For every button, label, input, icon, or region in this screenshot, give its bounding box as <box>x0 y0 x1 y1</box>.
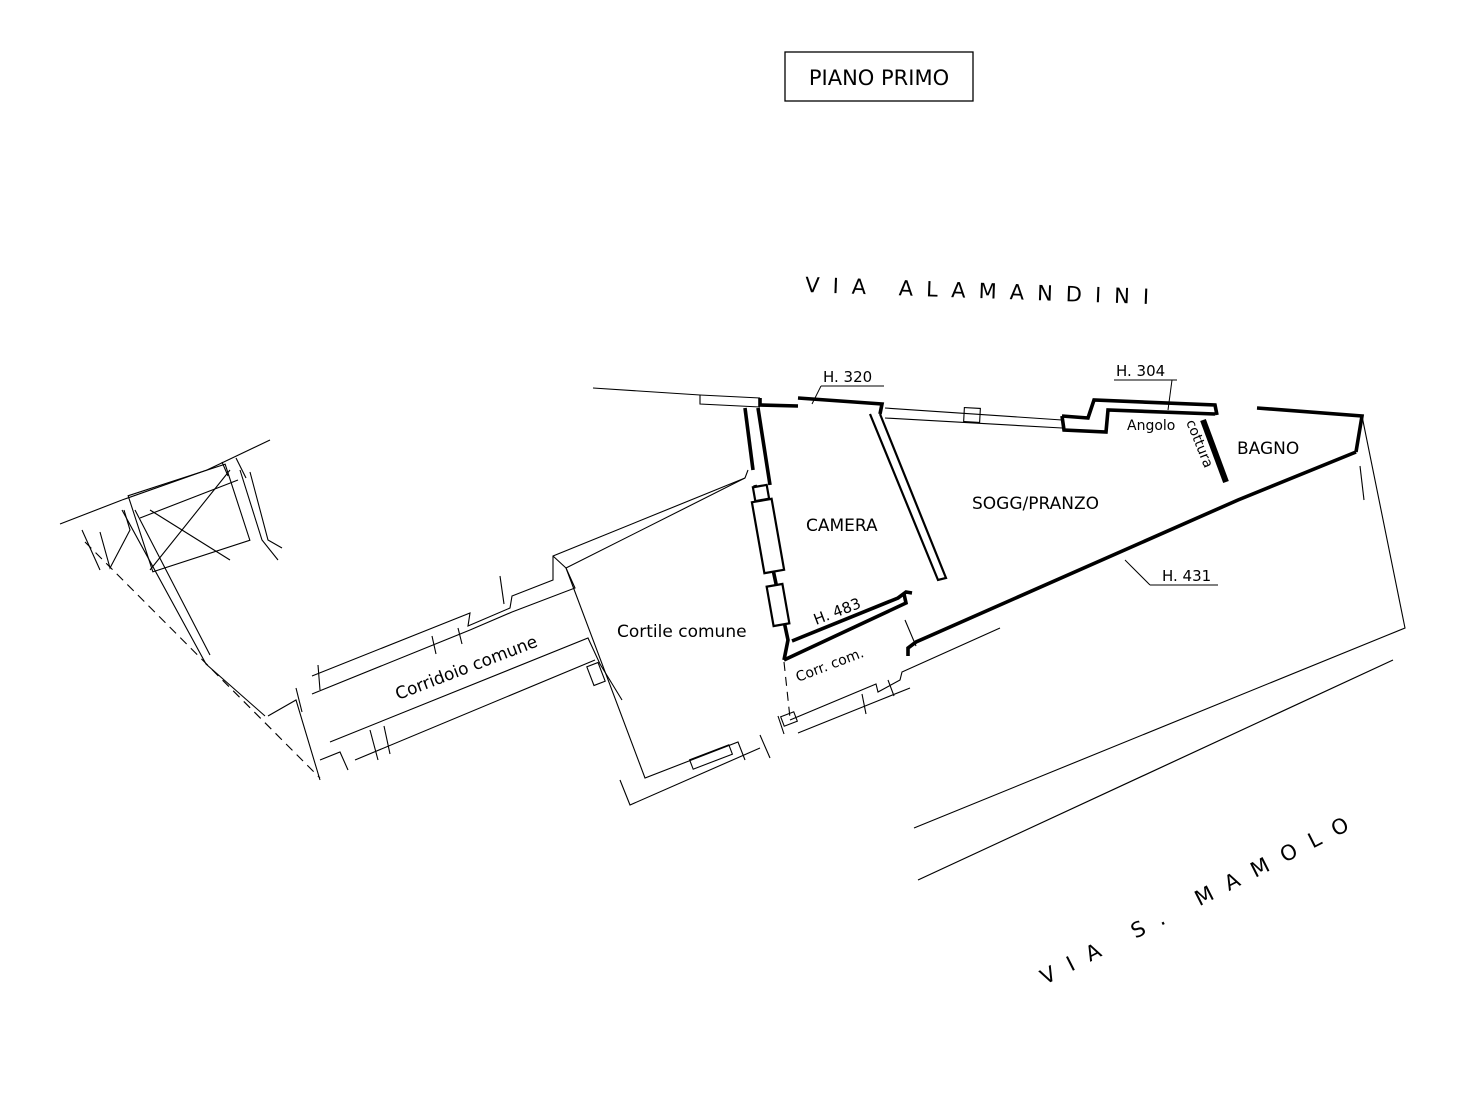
room-cortile-comune: Cortile comune <box>617 622 747 642</box>
stair-block <box>59 439 349 781</box>
height-431: H. 431 <box>1162 567 1211 585</box>
common-walls <box>295 415 1406 829</box>
dashed-boundaries <box>84 541 791 779</box>
room-angolo-label: Angolo <box>1127 418 1175 434</box>
height-304: H. 304 <box>1116 362 1165 380</box>
street-via-san-mamolo: VIA S. MAMOLO <box>1036 806 1366 990</box>
plan-title: PIANO PRIMO <box>809 66 949 90</box>
height-320: H. 320 <box>823 368 872 386</box>
street-line-south <box>917 659 1394 881</box>
street-via-alamandini: VIA ALAMANDINI <box>805 273 1163 309</box>
room-bagno: BAGNO <box>1237 439 1299 459</box>
room-soggiorno-pranzo: SOGG/PRANZO <box>972 494 1099 514</box>
room-camera: CAMERA <box>806 516 878 536</box>
title-block: PIANO PRIMO <box>784 51 974 102</box>
north-facade <box>592 387 1063 429</box>
apartment-walls <box>743 396 1365 662</box>
room-corridoio-comune: Corridoio comune <box>393 632 541 705</box>
camera-west-openings <box>750 483 791 628</box>
